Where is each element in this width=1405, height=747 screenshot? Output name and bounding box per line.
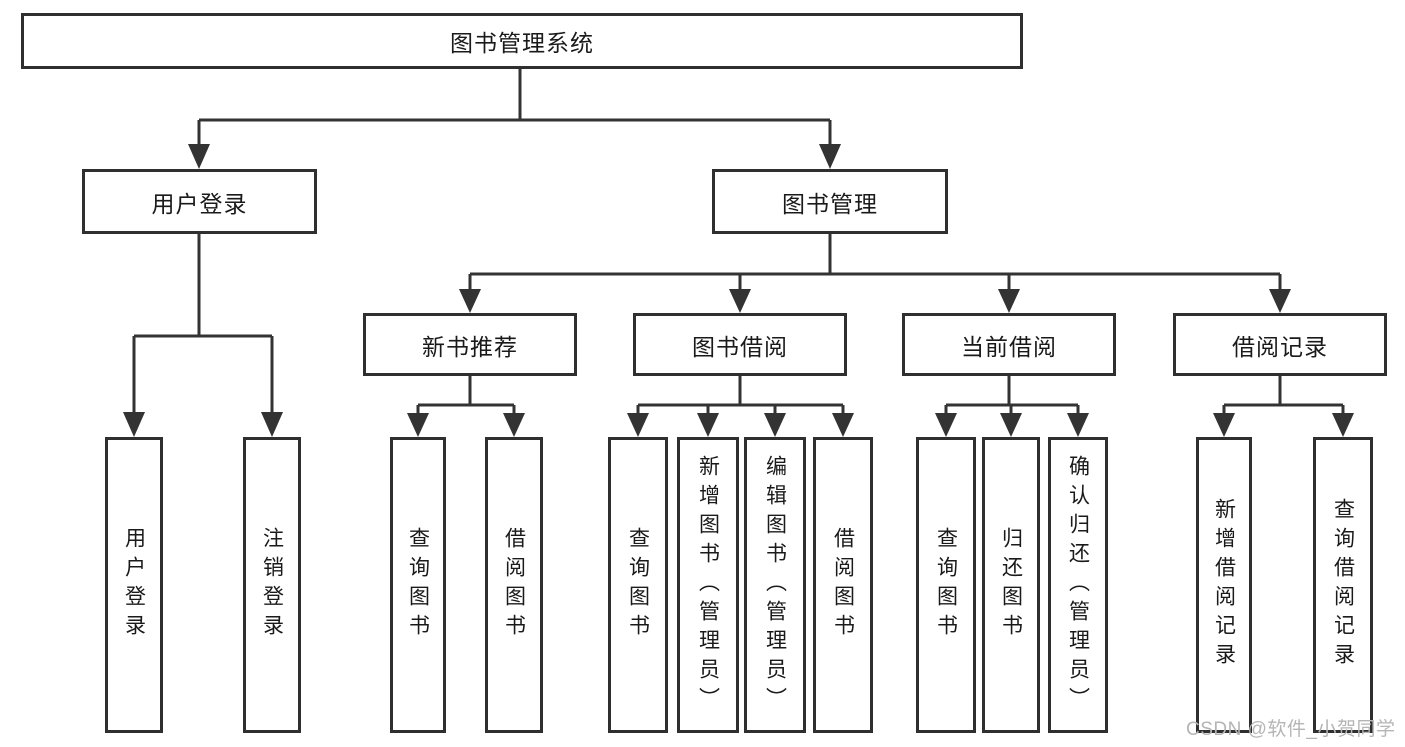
leaf-add-books-admin: 新增图书（管理员） [677,437,739,733]
leaf-label: 查询图书 [626,527,650,643]
arrow-down-icon [188,144,210,169]
connector-user-login [132,234,274,416]
leaf-label: 归还图书 [999,527,1023,643]
leaf-label: 查询图书 [934,527,958,643]
leaf-query-books-borrowing: 查询图书 [608,437,668,733]
leaf-user-login: 用户登录 [105,437,163,733]
connector-new-book-recommendation [416,376,516,417]
arrow-down-icon [123,412,145,437]
leaf-label: 确认归还（管理员） [1066,454,1090,716]
leaf-logout: 注销登录 [243,437,301,733]
leaf-query-books-current: 查询图书 [916,437,976,733]
leaf-borrow-books-borrowing: 借阅图书 [813,437,873,733]
connector-current-borrowing [944,376,1080,417]
leaf-label: 查询图书 [406,527,430,643]
leaf-label: 新增借阅记录 [1212,498,1236,672]
node-book-management: 图书管理 [712,169,948,234]
arrow-down-icon [1000,413,1022,437]
arrow-down-icon [998,289,1020,313]
leaf-return-books: 归还图书 [982,437,1040,733]
arrow-down-icon [261,412,283,437]
arrow-down-icon [1332,413,1354,437]
arrow-down-icon [935,413,957,437]
arrow-down-icon [1269,289,1291,313]
arrow-down-icon [459,289,481,313]
leaf-label: 编辑图书（管理员） [763,454,787,716]
leaf-label: 用户登录 [122,527,146,643]
node-library-management-system: 图书管理系统 [21,13,1023,69]
leaf-label: 借阅图书 [502,527,526,643]
node-book-borrowing: 图书借阅 [633,313,847,376]
watermark-text: CSDN @软件_小贺同学 [1186,719,1396,740]
arrow-down-icon [627,413,649,437]
node-current-borrowing: 当前借阅 [902,313,1116,376]
leaf-confirm-return-admin: 确认归还（管理员） [1048,437,1108,733]
leaf-label: 查询借阅记录 [1331,498,1355,672]
arrow-down-icon [764,413,786,437]
node-new-book-recommendation: 新书推荐 [363,313,577,376]
leaf-query-borrow-record: 查询借阅记录 [1313,437,1373,733]
leaf-label: 借阅图书 [831,527,855,643]
leaf-borrow-books-recommend: 借阅图书 [485,437,543,733]
arrow-down-icon [729,289,751,313]
arrow-down-icon [1067,413,1089,437]
connector-book-management [468,234,1282,292]
connector-root [197,69,832,150]
arrow-down-icon [407,413,429,437]
leaf-add-borrow-record: 新增借阅记录 [1196,437,1252,733]
leaf-edit-books-admin: 编辑图书（管理员） [744,437,806,733]
arrow-down-icon [1213,413,1235,437]
connector-book-borrowing [636,376,845,417]
arrow-down-icon [503,413,525,437]
node-user-login: 用户登录 [82,169,317,234]
leaf-label: 新增图书（管理员） [696,454,720,716]
arrow-down-icon [819,144,841,169]
connector-borrowing-records [1222,376,1345,417]
leaf-query-books-recommend: 查询图书 [390,437,446,733]
node-borrowing-records: 借阅记录 [1173,313,1387,376]
arrow-down-icon [832,413,854,437]
arrow-down-icon [697,413,719,437]
leaf-label: 注销登录 [260,527,284,643]
